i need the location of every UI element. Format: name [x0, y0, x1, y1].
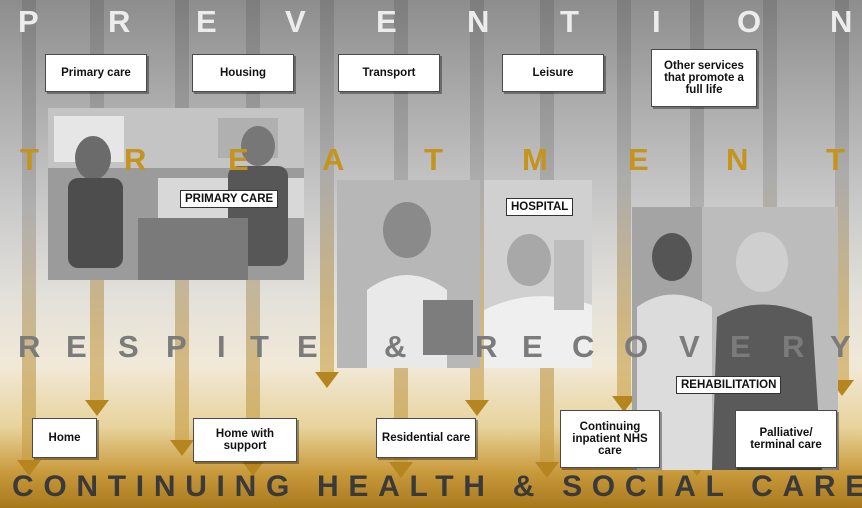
- treatment-letter: T: [826, 142, 845, 177]
- treatment-letter: T: [20, 142, 39, 177]
- prevention-letter: V: [285, 4, 306, 39]
- housing-service-box: Housing: [192, 54, 294, 92]
- respite-letter: Y: [830, 329, 851, 364]
- prevention-letter: I: [652, 4, 661, 39]
- leisure-service-box: Leisure: [502, 54, 604, 92]
- prevention-letter: T: [560, 4, 579, 39]
- prevention-letter: N: [467, 4, 490, 39]
- prevention-letter: R: [108, 4, 131, 39]
- treatment-letter: E: [628, 142, 649, 177]
- primary-care-service-box: Primary care: [45, 54, 147, 92]
- other-services-box: Other services that promote a full life: [651, 49, 757, 107]
- hospital-tag: HOSPITAL: [506, 198, 574, 216]
- respite-letter: R: [782, 329, 805, 364]
- primary-care-tag: PRIMARY CARE: [180, 190, 279, 208]
- respite-letter: E: [522, 329, 543, 364]
- treatment-letter: N: [726, 142, 749, 177]
- respite-letter: E: [730, 329, 751, 364]
- respite-letter: E: [66, 329, 87, 364]
- prevention-letter: E: [376, 4, 397, 39]
- respite-letter: R: [18, 329, 41, 364]
- prevention-letter: P: [18, 4, 39, 39]
- transport-service-box: Transport: [338, 54, 440, 92]
- treatment-letter: E: [228, 142, 249, 177]
- residential-care-box: Residential care: [376, 418, 476, 458]
- treatment-letter: M: [522, 142, 548, 177]
- prevention-letter: N: [830, 4, 853, 39]
- treatment-letter: T: [424, 142, 443, 177]
- rehabilitation-tag: REHABILITATION: [676, 376, 782, 394]
- prevention-letter: O: [737, 4, 762, 39]
- respite-letter: C: [572, 329, 595, 364]
- home-box: Home: [32, 418, 97, 458]
- respite-letter: R: [475, 329, 498, 364]
- respite-letter: I: [217, 329, 226, 364]
- continuing-inpatient-box: Continuing inpatient NHS care: [560, 410, 660, 468]
- palliative-care-box: Palliative/ terminal care: [735, 410, 837, 468]
- respite-letter: T: [250, 329, 269, 364]
- treatment-letter: A: [322, 142, 345, 177]
- continuing-care-title: CONTINUING HEALTH & SOCIAL CARE: [12, 470, 862, 503]
- respite-letter: E: [297, 329, 318, 364]
- nurse-photo: [337, 180, 480, 368]
- respite-letter: &: [384, 329, 407, 364]
- home-with-support-box: Home with support: [193, 418, 297, 462]
- respite-letter: S: [118, 329, 139, 364]
- treatment-letter: R: [124, 142, 147, 177]
- respite-letter: P: [166, 329, 187, 364]
- primary-care-photo: [48, 108, 304, 280]
- respite-letter: V: [679, 329, 700, 364]
- respite-letter: O: [624, 329, 649, 364]
- prevention-letter: E: [196, 4, 217, 39]
